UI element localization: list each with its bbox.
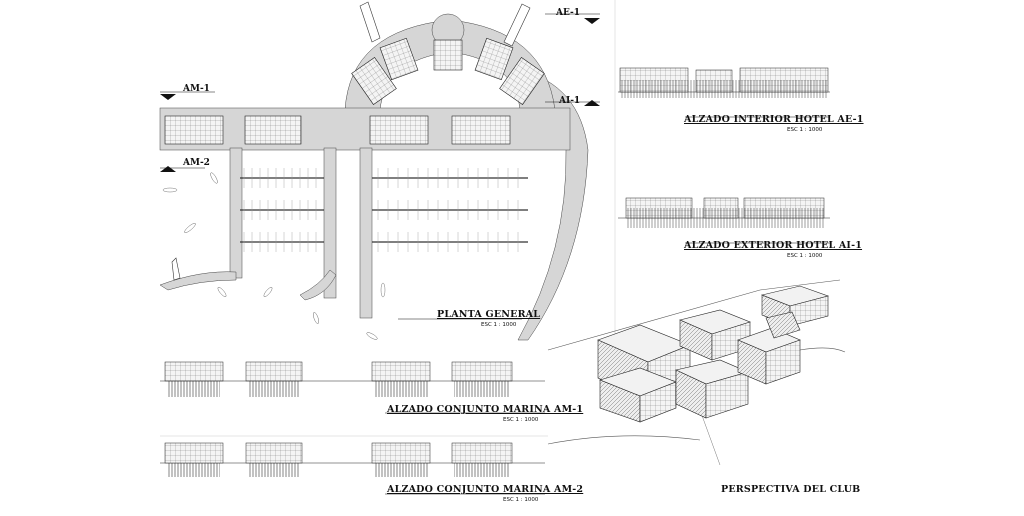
small-boats (162, 172, 386, 340)
section-label-ai1: AI-1 (559, 96, 581, 106)
marina-elevation-am1 (160, 361, 545, 414)
marina-am1-title: ALZADO CONJUNTO MARINA AM-1 (387, 404, 584, 415)
interior-hotel-elevation (618, 67, 830, 118)
section-arrows (160, 18, 600, 172)
marina-buildings (164, 115, 511, 145)
yachts (171, 1, 531, 281)
exterior-elevation-scale: ESC 1 : 1000 (787, 253, 823, 259)
boat-slips (243, 168, 519, 252)
pier-vertical-right (359, 147, 373, 319)
marina-am2-title: ALZADO CONJUNTO MARINA AM-2 (387, 484, 584, 495)
marina-am1-scale: ESC 1 : 1000 (503, 417, 539, 423)
exterior-elevation-title: ALZADO EXTERIOR HOTEL AI-1 (684, 240, 863, 251)
marina-elevation-am2 (160, 442, 545, 495)
pier-vertical-mid (323, 147, 337, 299)
left-jetty (159, 271, 237, 291)
mid-jetty (299, 269, 337, 301)
section-label-ae1: AE-1 (556, 8, 581, 18)
club-perspective (547, 279, 846, 466)
marina-am2-scale: ESC 1 : 1000 (503, 497, 539, 503)
exterior-hotel-elevation (618, 197, 830, 244)
section-label-am2: AM-2 (183, 158, 210, 168)
general-plan (159, 1, 600, 341)
interior-elevation-title: ALZADO INTERIOR HOTEL AE-1 (684, 114, 864, 125)
perspective-title: PERSPECTIVA DEL CLUB (721, 484, 861, 495)
hotel-buildings (351, 37, 545, 106)
plan-scale: ESC 1 : 1000 (481, 322, 517, 328)
section-label-am1: AM-1 (183, 84, 210, 94)
interior-elevation-scale: ESC 1 : 1000 (787, 127, 823, 133)
finger-pontoons (240, 177, 528, 243)
pier-vertical-left (229, 147, 243, 279)
plan-title: PLANTA GENERAL (437, 309, 541, 320)
